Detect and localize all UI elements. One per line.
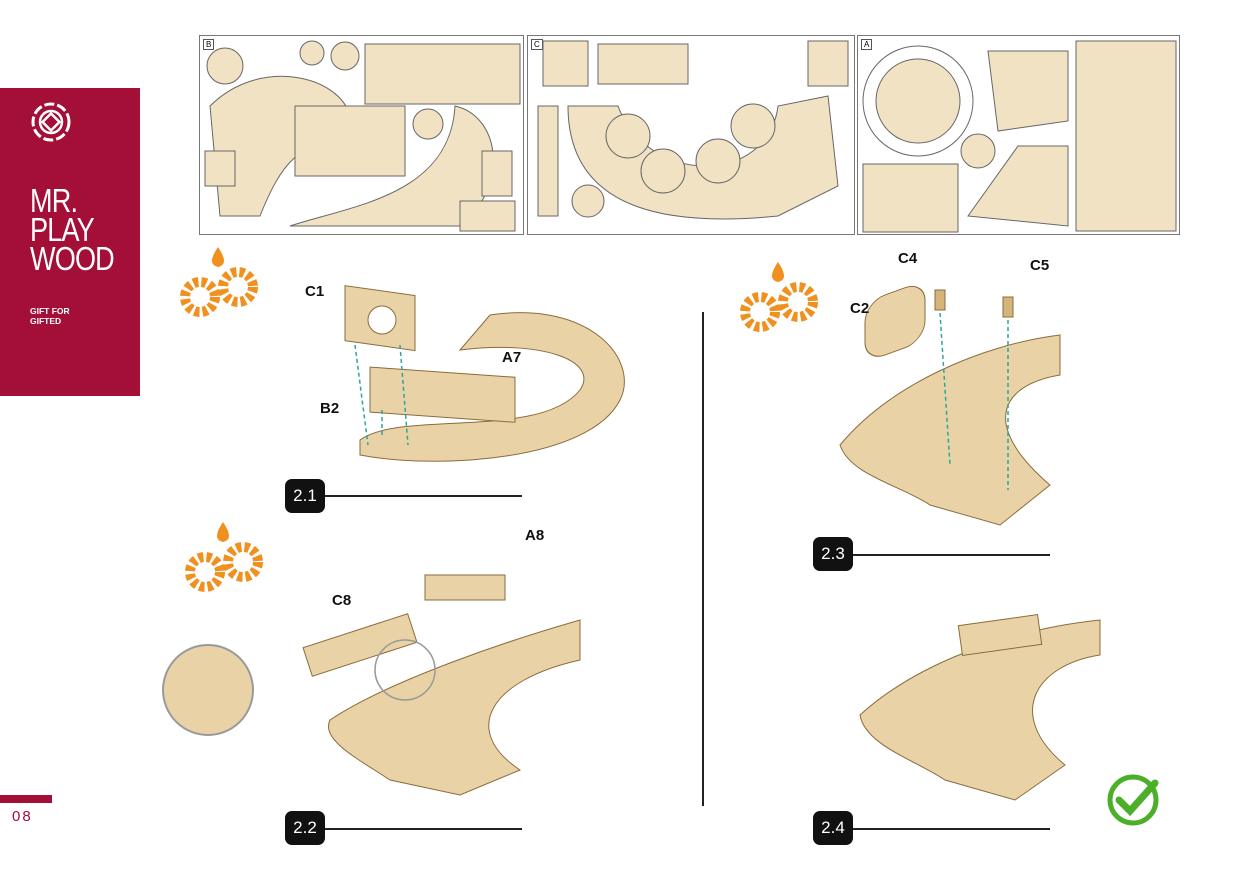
sheet-label: C (531, 39, 543, 50)
part-label-c1: C1 (305, 283, 325, 300)
sheet-parts-drawing (537, 40, 849, 220)
step-badge: 2.4 (813, 811, 853, 845)
step-2-2-illustration (162, 574, 581, 796)
brand-panel: MR. PLAY WOOD GIFT FOR GIFTED (0, 88, 140, 396)
column-divider (702, 312, 704, 806)
brand-name-line: WOOD (30, 240, 115, 277)
gear-oil-icon (185, 522, 263, 592)
logo-icon (31, 102, 71, 142)
step-underline (853, 828, 1050, 830)
brand-tagline: GIFT FOR GIFTED (30, 306, 110, 326)
part-label-a7: A7 (502, 349, 522, 366)
sheet-parts-drawing (204, 40, 521, 232)
step-badge: 2.2 (285, 811, 325, 845)
parts-sheet-b: B (199, 35, 524, 235)
part-label-b2: B2 (320, 400, 340, 417)
brand-name-line: PLAY (30, 211, 95, 248)
part-label-a8: A8 (525, 527, 545, 544)
step-underline (325, 828, 522, 830)
sheet-parts-drawing (862, 40, 1177, 233)
step-2-3-illustration (839, 285, 1061, 526)
step-badge: 2.3 (813, 537, 853, 571)
parts-sheet-a: A (857, 35, 1180, 235)
part-label-c4: C4 (898, 250, 918, 267)
step-underline (325, 495, 522, 497)
tagline-line: GIFT FOR (30, 306, 70, 316)
step-badge: 2.1 (285, 479, 325, 513)
part-label-c5: C5 (1030, 257, 1050, 274)
page-number: 08 (12, 808, 33, 825)
tagline-line: GIFTED (30, 316, 62, 326)
brand-name: MR. PLAY WOOD (30, 182, 120, 277)
step-underline (853, 554, 1050, 556)
sheet-label: B (203, 39, 215, 50)
step-2-1-illustration (344, 285, 625, 462)
parts-sheet-c: C (527, 35, 855, 235)
part-label-c2: C2 (850, 300, 870, 317)
brand-name-line: MR. (30, 182, 78, 219)
gear-oil-icon (180, 247, 258, 317)
check-icon (1107, 774, 1159, 826)
step-2-4-illustration (859, 614, 1101, 801)
part-label-c8: C8 (332, 592, 352, 609)
sheet-label: A (861, 39, 873, 50)
gear-oil-icon (740, 262, 818, 332)
page-bar (0, 795, 52, 803)
